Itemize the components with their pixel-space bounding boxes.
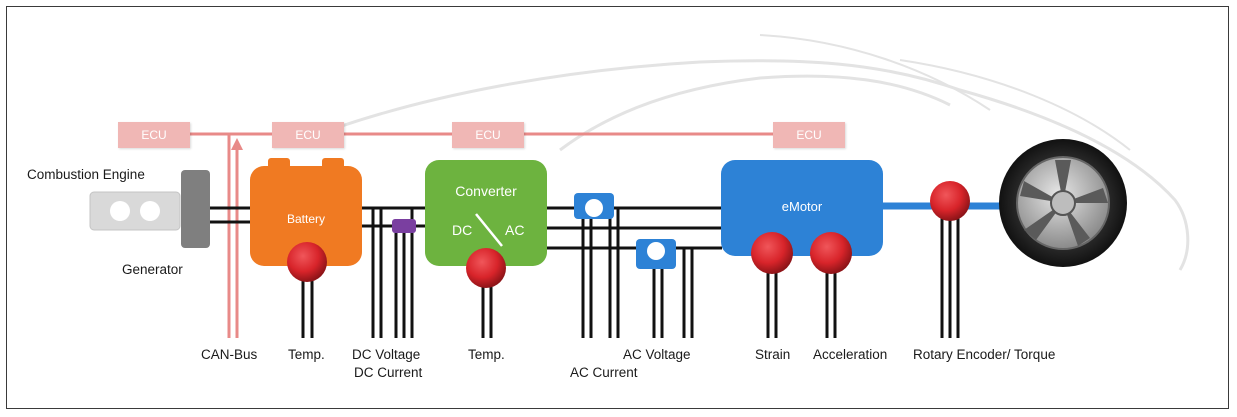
emotor-label: eMotor — [781, 199, 823, 214]
dc-current-sensor — [392, 219, 416, 233]
generator — [181, 170, 210, 248]
strain-label: Strain — [755, 347, 791, 362]
strain-sensor — [751, 232, 793, 274]
acceleration-sensor — [810, 232, 852, 274]
acceleration-label: Acceleration — [813, 347, 888, 362]
emotor-block — [721, 160, 883, 256]
ac-current-sensor — [574, 193, 614, 219]
combustion-engine — [89, 191, 181, 231]
battery-temp-sensor — [287, 242, 327, 282]
converter-title: Converter — [455, 183, 517, 199]
converter-slash — [475, 213, 503, 247]
ac-voltage-sensor — [636, 239, 676, 269]
converter-temp-sensor — [466, 248, 506, 288]
car-silhouette — [329, 34, 1190, 271]
converter-ac-label: AC — [505, 222, 525, 238]
can-bus-arrow — [231, 138, 243, 150]
wheel-icon — [999, 139, 1127, 267]
dc-current-label: DC Current — [354, 365, 423, 380]
generator-label: Generator — [122, 262, 183, 277]
figure-frame — [6, 6, 1229, 409]
converter-dc-label: DC — [452, 222, 473, 238]
can-bus-label: CAN-Bus — [201, 347, 258, 362]
ac-current-label: AC Current — [570, 365, 638, 380]
converter-block — [425, 160, 547, 266]
battery-label: Battery — [286, 212, 325, 226]
ac-voltage-label: AC Voltage — [623, 347, 691, 362]
dc-voltage-label: DC Voltage — [352, 347, 421, 362]
converter-temp-label: Temp. — [468, 347, 505, 362]
ecu-box-2: ECU — [272, 122, 344, 148]
ecu-box-3: ECU — [452, 122, 524, 148]
ecu-box-1: ECU — [118, 122, 190, 148]
battery-block — [250, 158, 362, 266]
rotary-encoder-sensor — [930, 181, 970, 221]
ecu-box-4: ECU — [773, 122, 845, 148]
combustion-engine-label: Combustion Engine — [27, 167, 145, 182]
battery-temp-label: Temp. — [288, 347, 325, 362]
rotary-encoder-label: Rotary Encoder/ Torque — [913, 347, 1056, 362]
